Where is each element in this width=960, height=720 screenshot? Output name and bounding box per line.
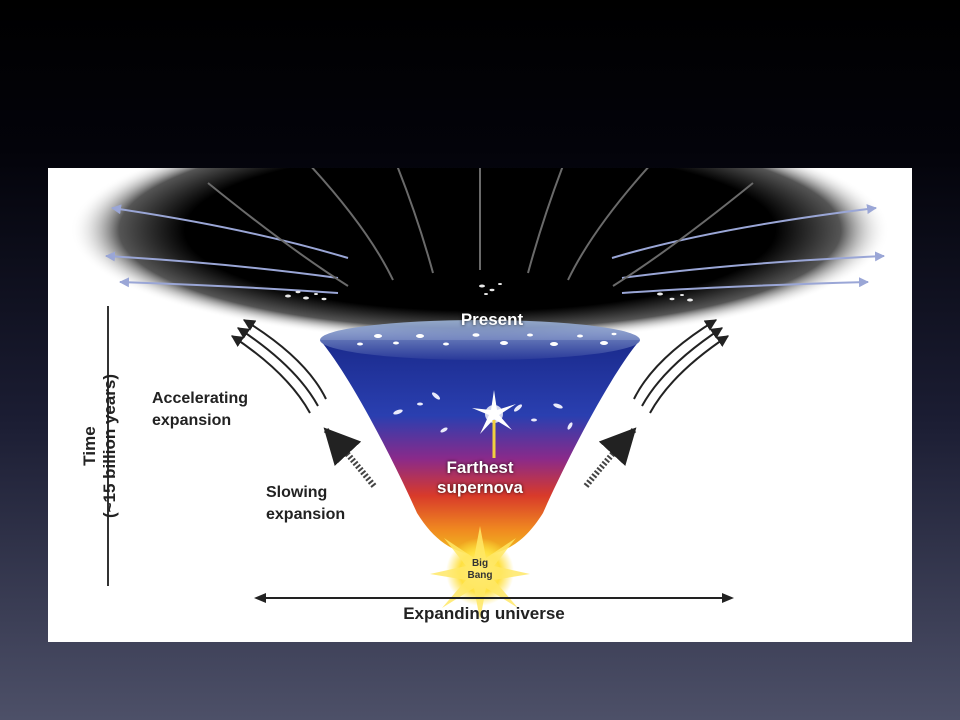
expanding-universe-label: Expanding universe (403, 604, 565, 623)
time-axis-label: Time (~15 billion years) (80, 374, 120, 518)
present-label: Present (460, 310, 524, 329)
accelerating-arrows (230, 319, 730, 414)
big-bang-label: Big Bang (467, 558, 493, 581)
present-galaxies (357, 332, 617, 346)
supernova-star (472, 390, 516, 458)
cone-galaxies (393, 392, 573, 433)
present-surface (320, 320, 640, 360)
space-expansion-arrows (105, 204, 885, 294)
time-label: Time (80, 426, 99, 466)
time-span-label: (~15 billion years) (100, 373, 119, 519)
farthest-supernova-label: Farthest supernova (437, 458, 523, 497)
space-radial-lines (207, 168, 754, 287)
distant-galaxies (285, 283, 693, 302)
universe-cone (320, 340, 640, 556)
expansion-diagram: Time (~15 billion years) Present Acceler… (48, 168, 912, 642)
slowing-arrows (323, 427, 637, 488)
big-bang-burst (430, 526, 530, 620)
diagram-graphic (70, 168, 890, 620)
slowing-expansion-label: Slowing expansion (266, 484, 346, 523)
accelerating-expansion-label: Accelerating expansion (152, 390, 249, 429)
